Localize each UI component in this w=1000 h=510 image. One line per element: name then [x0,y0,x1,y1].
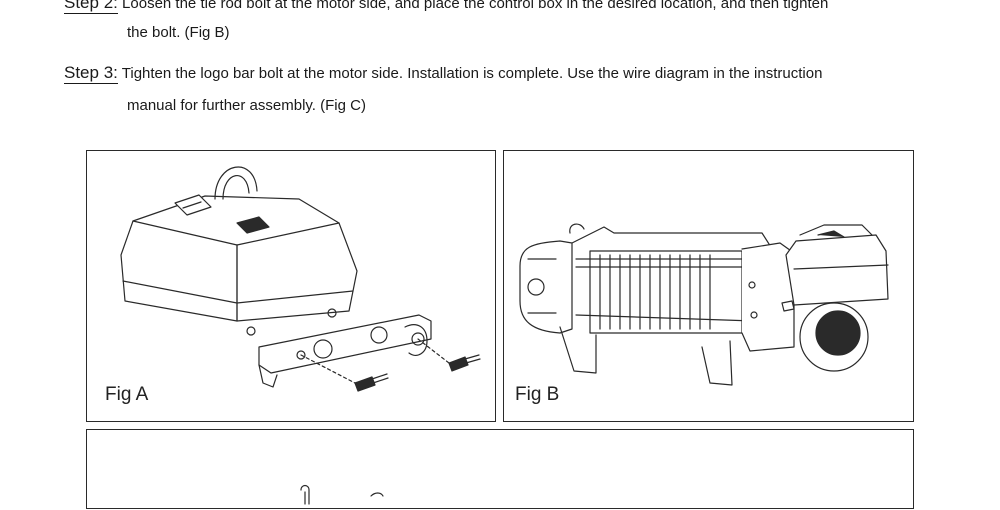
step-2-line: Step 2: Loosen the tie rod bolt at the m… [64,0,828,14]
step-2-label: Step 2: [64,0,118,14]
figure-c-illustration [300,484,384,505]
figure-b-label: Fig B [515,384,560,405]
figure-a-label: Fig A [105,384,149,405]
winch-illustration [519,223,889,386]
control-box-illustration [120,166,481,392]
step-2-continuation: the bolt. (Fig B) [127,24,230,41]
step-3-label: Step 3: [64,63,118,84]
step-2-text: Loosen the tie rod bolt at the motor sid… [117,0,829,12]
figure-a-panel: Fig A [86,150,496,422]
step-3-text: Tighten the logo bar bolt at the motor s… [117,65,823,82]
figure-c-panel [86,429,914,509]
step-3-continuation: manual for further assembly. (Fig C) [127,97,366,114]
step-3-line: Step 3: Tighten the logo bar bolt at the… [64,63,822,84]
figure-b-panel: Fig B [503,150,914,422]
